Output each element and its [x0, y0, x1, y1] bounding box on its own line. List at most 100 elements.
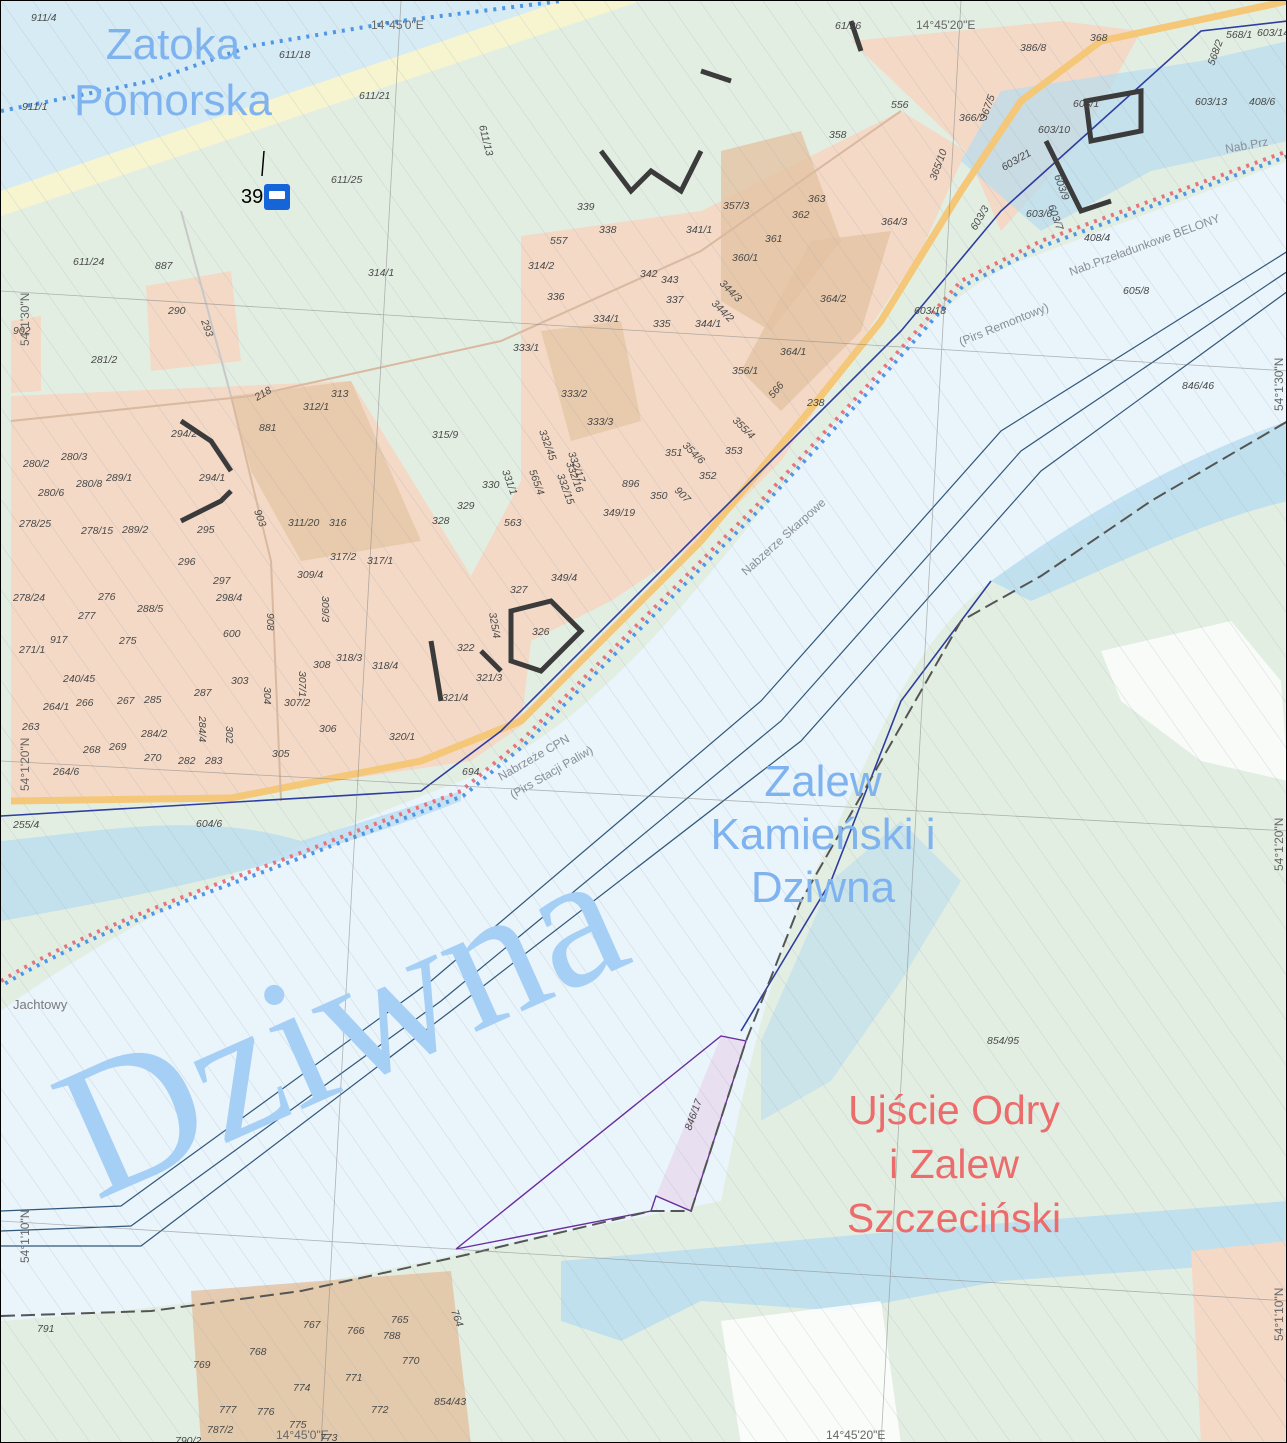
- parcel-number: 305: [272, 748, 290, 760]
- parcel-number: 296: [177, 556, 196, 568]
- coord-right-lat-3: 54°1'10"N: [1272, 1288, 1286, 1341]
- parcel-number: 563: [504, 517, 522, 529]
- parcel-number: 311/20: [288, 517, 319, 529]
- parcel-number: 887: [155, 260, 174, 272]
- parcel-number: 363: [808, 193, 826, 205]
- parcel-number: 764: [448, 1308, 465, 1329]
- parcel-number: 349/4: [551, 572, 577, 584]
- parcel-number: 295: [196, 524, 215, 536]
- parcel-number: 903: [251, 508, 268, 529]
- parcel-number: 854/95: [987, 1035, 1019, 1047]
- parcel-number: 283: [204, 755, 223, 767]
- coord-bottom-lon-1: 14°45'0"E: [276, 1428, 329, 1442]
- coord-left-lat-3: 54°1'10"N: [18, 1210, 32, 1263]
- parcel-number: 603/14: [1257, 27, 1287, 39]
- parcel-number: 342: [640, 268, 658, 280]
- parcel-number: 604/6: [196, 818, 222, 830]
- parcel-number: 917: [50, 634, 69, 646]
- parcel-number: 297: [212, 575, 232, 587]
- coord-top-lon-1: 14°45'0"E: [371, 18, 424, 32]
- parcel-number: 318/3: [336, 652, 362, 664]
- parcel-number: 353: [725, 445, 743, 457]
- parcel-number: 240/45: [62, 673, 95, 685]
- parcel-number: 317/1: [367, 555, 393, 567]
- parcel-number: 364/3: [881, 216, 907, 228]
- parcel-number: 790/2: [175, 1435, 201, 1443]
- parcel-number: 318/4: [372, 660, 398, 672]
- parcel-number: 284/4: [196, 715, 208, 742]
- parcel-number: 264/6: [52, 766, 79, 778]
- road-vertical: [230, 395, 282, 802]
- parcel-number: 774: [293, 1382, 311, 1394]
- region-ujscie-odry-line2: i Zalew: [889, 1141, 1019, 1187]
- parcel-number: 275: [118, 635, 137, 647]
- admin-boundary-north: [1, 20, 1286, 817]
- parcel-number: 280/3: [60, 451, 87, 463]
- parcel-number: 368: [1090, 32, 1108, 44]
- region-ujscie-odry-line3: Szczeciński: [847, 1195, 1061, 1241]
- region-zalew-kamienski-line2: Kamieński i: [711, 810, 936, 859]
- parcel-number: 278/24: [12, 592, 45, 604]
- region-zatoka-line1: Zatoka: [106, 20, 241, 69]
- parcel-number: 315/9: [432, 429, 458, 441]
- parcel-number: 603/13: [1195, 96, 1227, 108]
- parcel-number: 788: [383, 1330, 401, 1342]
- coord-left-lat-1: 54°1'30"N: [18, 293, 32, 346]
- parcel-number: 351: [665, 447, 683, 459]
- parcel-number: 611/21: [359, 90, 390, 102]
- parcel-number: 278/25: [18, 518, 51, 530]
- shoreline-north-blue: [1, 154, 1286, 988]
- parcel-number: 309/4: [297, 569, 323, 581]
- parcel-number: 767: [303, 1319, 322, 1331]
- mooring-sign-icon[interactable]: [264, 184, 290, 210]
- parcel-number: 314/1: [368, 267, 394, 279]
- parcel-number: 278/15: [80, 525, 113, 537]
- region-zatoka-line2: Pomorska: [74, 76, 273, 125]
- parcel-number: 775: [289, 1419, 307, 1431]
- parcel-number: 765: [391, 1314, 409, 1326]
- parcel-number: 603/6: [1026, 208, 1052, 220]
- parcel-number: 307/2: [284, 697, 310, 709]
- parcel-number: 854/43: [434, 1396, 466, 1408]
- parcel-number: 333/2: [561, 388, 587, 400]
- parcel-number: 338: [599, 224, 617, 236]
- parcel-number: 61/26: [835, 20, 861, 32]
- coord-bottom-lon-2: 14°45'20"E: [826, 1428, 885, 1442]
- parcel-number: 289/1: [105, 472, 132, 484]
- parcel-number: 302: [223, 726, 235, 744]
- parcel-number: 317/2: [330, 551, 356, 563]
- parcel-number: 611/24: [73, 256, 104, 268]
- shoreline-north: [1, 149, 1286, 983]
- parcel-number: 603/18: [914, 305, 946, 317]
- parcel-number: 772: [371, 1404, 389, 1416]
- parcel-number: 238: [806, 397, 825, 409]
- parcel-number: 361: [765, 233, 783, 245]
- parcel-number: 281/2: [90, 354, 117, 366]
- buildings: [179, 20, 1144, 702]
- parcel-number: 776: [257, 1406, 275, 1418]
- parcel-number: 766: [347, 1325, 365, 1337]
- region-ujscie-odry-line1: Ujście Odry: [848, 1087, 1060, 1133]
- coord-right-lat-2: 54°1'20"N: [1272, 818, 1286, 871]
- parcel-number: 277: [77, 610, 97, 622]
- parcel-number: 362: [792, 209, 810, 221]
- parcel-number: 313: [331, 388, 349, 400]
- parcel-number: 911/1: [22, 101, 48, 113]
- parcel-number: 327: [510, 584, 529, 596]
- parcel-number: 911/4: [31, 12, 57, 24]
- parcel-number: 309/3: [319, 596, 331, 622]
- parcel-number: 568/1: [1226, 29, 1252, 41]
- parcel-number: 771: [345, 1372, 363, 1384]
- parcel-number: 336: [547, 291, 565, 303]
- parcel-number: 306: [319, 723, 337, 735]
- parcel-number: 360/1: [732, 252, 758, 264]
- parcel-number: 320/1: [389, 731, 415, 743]
- parcel-number: 350: [650, 490, 668, 502]
- parcel-number: 325/4: [486, 611, 502, 639]
- parcel-number: 349/19: [603, 507, 635, 519]
- parcel-number: 314/2: [528, 260, 554, 272]
- quay-jachtowy: Jachtowy: [13, 997, 68, 1012]
- parcel-number: 908: [264, 613, 276, 631]
